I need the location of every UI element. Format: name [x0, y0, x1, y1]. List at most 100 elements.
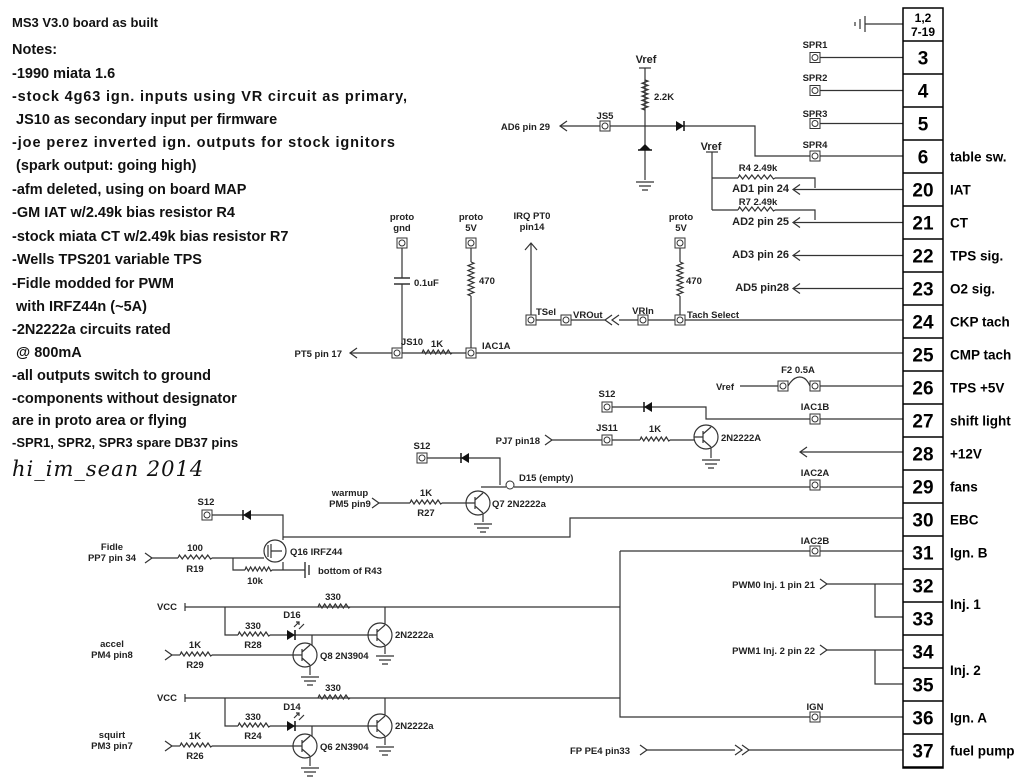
note-line: -stock 4g63 ign. inputs using VR circuit…	[12, 89, 407, 105]
ground-icon	[474, 523, 492, 533]
transistor-leads-icon	[466, 492, 484, 514]
arrow-right-icon	[819, 644, 829, 656]
pad-hole-icon	[811, 54, 819, 61]
label-iac1b: IAC1B	[801, 402, 830, 413]
arrow-right-icon	[164, 649, 174, 661]
ground-icon	[301, 767, 319, 777]
label-vref2: Vref	[701, 141, 722, 153]
inj2-label: Inj. 2	[950, 663, 981, 678]
pad-icon	[601, 401, 613, 413]
ground-plate-icon	[304, 562, 310, 578]
label-ad5: AD5 pin28	[735, 282, 789, 294]
ground-pins-label: 7-19	[911, 25, 935, 39]
pin-label: Ign. A	[950, 711, 987, 726]
label-2n2222a: 2N2222A	[721, 433, 761, 444]
notes-block: MS3 V3.0 board as built Notes: -1990 mia…	[12, 15, 407, 481]
wire	[560, 125, 903, 157]
label-2n2222a: 2N2222a	[395, 721, 434, 732]
pad-icon	[809, 118, 821, 129]
pad-icon	[601, 434, 613, 446]
label-iac1a: IAC1A	[482, 341, 511, 352]
pad-icon	[809, 711, 821, 723]
wire	[619, 698, 903, 718]
wire	[427, 457, 501, 485]
pin-number: 21	[912, 214, 934, 235]
pin-label: fuel pump	[950, 744, 1015, 759]
pin-number: 4	[918, 82, 929, 103]
label-spr4: SPR4	[803, 140, 829, 151]
wire	[224, 607, 238, 636]
label-cap: 0.1uF	[414, 278, 439, 289]
label-1k: 1K	[189, 731, 201, 742]
pad-icon	[396, 237, 408, 249]
pin-number: 27	[912, 412, 933, 433]
label-d16: D16	[283, 610, 300, 621]
pin-number: 25	[912, 346, 934, 367]
arrow-right-icon	[164, 740, 174, 752]
note-line: -Wells TPS201 variable TPS	[12, 252, 202, 268]
pad-icon	[809, 413, 821, 425]
pin-number: 6	[918, 148, 929, 169]
pad-hole-icon	[603, 436, 611, 444]
transistor-leads-icon	[368, 624, 386, 646]
note-line: @ 800mA	[12, 345, 82, 361]
label-1k: 1K	[189, 640, 201, 651]
label-100: 100	[187, 543, 203, 554]
label-ad6: AD6 pin 29	[501, 122, 550, 133]
ground-icon	[376, 655, 394, 665]
pad-hole-icon	[811, 547, 819, 555]
arrow-right-icon	[639, 744, 649, 756]
label-js10: JS10	[401, 337, 423, 348]
pin-number: 22	[912, 247, 933, 268]
pin-number: 5	[918, 115, 929, 136]
pad-hole-icon	[779, 382, 787, 390]
resistor-symbol	[317, 602, 351, 610]
label-squirt: squirt	[99, 730, 126, 741]
pad-hole-icon	[676, 316, 684, 324]
label-js5: JS5	[597, 111, 615, 122]
resistor-symbol	[409, 498, 443, 506]
label-pj7: PJ7 pin18	[496, 436, 540, 447]
label-2k2: 2.2K	[654, 92, 674, 103]
note-line: -2N2222a circuits rated	[12, 322, 171, 338]
label-1k: 1K	[420, 488, 432, 499]
inj1-label: Inj. 1	[950, 597, 981, 612]
label-r24: R24	[244, 731, 262, 742]
label-tsel: TSel	[536, 307, 556, 318]
note-line: are in proto area or flying	[12, 413, 187, 429]
note-line: -stock miata CT w/2.49k bias resistor R7	[12, 229, 288, 245]
resistor-symbol	[179, 650, 213, 658]
label-squirt: PM3 pin7	[91, 741, 133, 752]
pad-hole-icon	[639, 316, 647, 324]
label-ad2: AD2 pin 25	[732, 216, 789, 228]
arrow-left-icon	[348, 347, 358, 359]
wire	[232, 558, 245, 571]
pin-number: 26	[912, 379, 933, 400]
note-line: -1990 miata 1.6	[12, 66, 115, 82]
pad-hole-icon	[811, 481, 819, 489]
label-pwm1: PWM1 Inj. 2 pin 22	[732, 646, 815, 657]
diagram-title: MS3 V3.0 board as built	[12, 15, 159, 30]
pin-number: 36	[912, 709, 933, 730]
label-470: 470	[479, 276, 495, 287]
pad-hole-icon	[811, 415, 819, 423]
pad-hole-icon	[203, 511, 211, 519]
arrow-left-icon	[791, 217, 801, 228]
label-vref3: Vref	[716, 382, 735, 393]
ground-icon	[702, 459, 720, 469]
arrow-right-icon	[371, 497, 381, 509]
pin-number: 30	[912, 511, 933, 532]
resistor-symbol	[737, 205, 776, 212]
transistor-leads-icon	[293, 644, 311, 666]
wire	[874, 584, 903, 618]
pad-icon	[674, 314, 686, 326]
pad-icon	[809, 52, 821, 63]
double-arrow-icon	[734, 744, 751, 756]
label-s12: S12	[198, 497, 215, 508]
arrow-left-icon	[798, 446, 808, 458]
label-vref: Vref	[636, 54, 657, 66]
label-s12: S12	[599, 389, 616, 400]
arrow-left-icon	[791, 250, 801, 261]
wire	[224, 698, 238, 727]
